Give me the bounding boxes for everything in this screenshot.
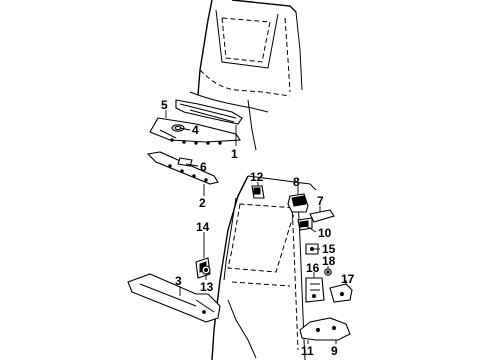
part-17-hinge <box>329 283 353 303</box>
callout-8: 8 <box>293 175 300 189</box>
callout-17: 17 <box>341 272 355 286</box>
part-2-center-track <box>146 151 219 185</box>
callout-9: 9 <box>331 344 338 358</box>
callout-3: 3 <box>175 274 182 288</box>
part-8-latch <box>287 193 309 213</box>
callout-1: 1 <box>231 147 238 161</box>
callout-numbers: 1 2 3 4 5 6 7 8 9 10 11 12 13 14 15 16 1… <box>161 98 355 358</box>
callout-12: 12 <box>250 170 264 184</box>
part-12-bracket <box>251 185 265 199</box>
callout-15: 15 <box>322 242 336 256</box>
callout-4: 4 <box>192 123 199 137</box>
callout-7: 7 <box>317 194 324 208</box>
callout-14: 14 <box>196 220 210 234</box>
part-3-lower-track <box>127 273 221 323</box>
part-9-lower-bracket <box>299 317 351 341</box>
part-1-upper-track <box>175 99 243 125</box>
vehicle-body-outline <box>189 0 303 151</box>
leader-lines <box>165 110 347 344</box>
callout-6: 6 <box>200 160 207 174</box>
callout-10: 10 <box>318 226 332 240</box>
callout-2: 2 <box>199 196 206 210</box>
callout-5: 5 <box>161 98 168 112</box>
callout-11: 11 <box>301 344 314 358</box>
part-18-bolt <box>324 268 332 276</box>
part-13-bumper <box>201 265 211 275</box>
callout-16: 16 <box>306 261 320 275</box>
part-5-track-cover <box>149 117 241 145</box>
part-16-lock-assembly <box>305 277 325 303</box>
part-15-striker <box>305 243 319 255</box>
callout-18: 18 <box>322 254 336 268</box>
callout-13: 13 <box>200 280 214 294</box>
